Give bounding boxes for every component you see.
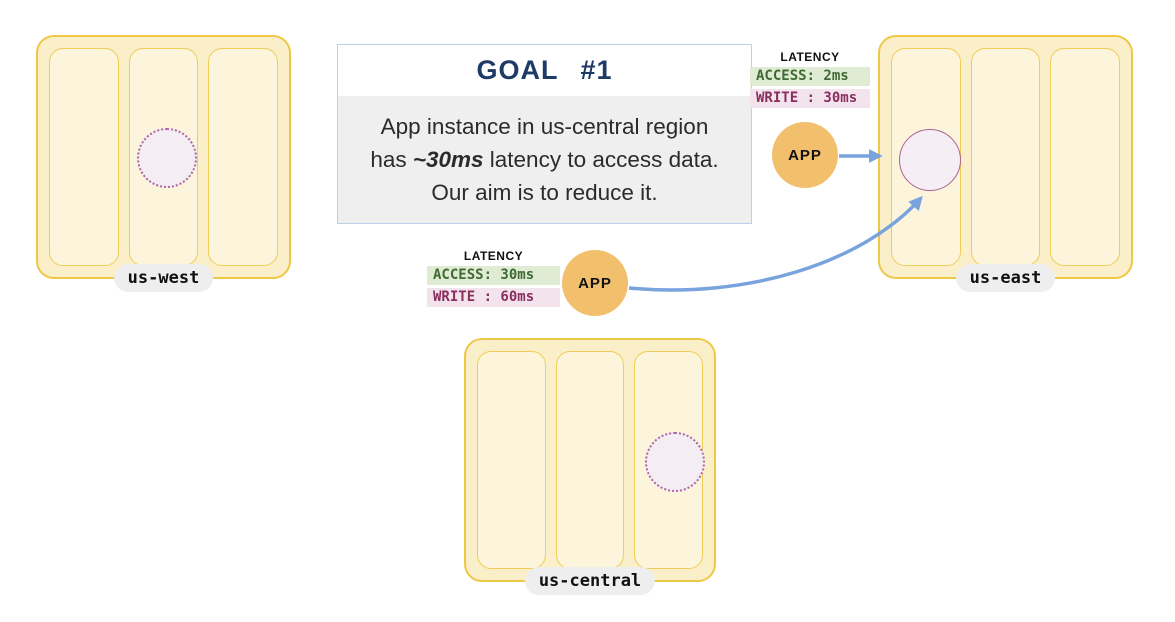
availability-zone	[555, 351, 625, 569]
availability-zone	[208, 48, 279, 266]
goal-title: GOAL #1	[476, 55, 613, 85]
goal-line-2: has ~30ms latency to access data.	[370, 147, 719, 172]
latency-label-us-central: LATENCY ACCESS: 30ms WRITE : 60ms	[427, 249, 560, 307]
app-label: APP	[578, 274, 612, 292]
latency-write-row: WRITE : 60ms	[427, 288, 560, 307]
region-us-west: us-west	[36, 35, 291, 292]
goal-body-text: App instance in us-central region has ~3…	[338, 96, 751, 223]
latency-write-row: WRITE : 30ms	[750, 89, 870, 108]
latency-label-us-east: LATENCY ACCESS: 2ms WRITE : 30ms	[750, 50, 870, 108]
latency-access-row: ACCESS: 30ms	[427, 266, 560, 285]
region-us-east: us-east	[878, 35, 1133, 292]
latency-title: LATENCY	[780, 50, 840, 64]
app-instance-us-central: APP	[562, 250, 628, 316]
region-us-central: us-central	[464, 338, 716, 595]
goal-header: GOAL #1	[338, 45, 751, 96]
availability-zone	[49, 48, 119, 266]
latency-access-row: ACCESS: 2ms	[750, 67, 870, 86]
goal-line-3: Our aim is to reduce it.	[431, 180, 658, 205]
data-replica-placeholder-circle	[645, 432, 705, 492]
availability-zone	[970, 48, 1041, 266]
region-label-us-west: us-west	[113, 264, 214, 292]
goal-line-1: App instance in us-central region	[380, 114, 709, 139]
goal-latency-emphasis: ~30ms	[412, 147, 484, 172]
region-label-us-central: us-central	[524, 567, 656, 595]
region-label-us-east: us-east	[955, 264, 1056, 292]
app-instance-us-east: APP	[772, 122, 838, 188]
availability-zone	[1050, 48, 1121, 266]
availability-zone	[477, 351, 546, 569]
data-store-circle	[899, 129, 961, 191]
data-replica-placeholder-circle	[137, 128, 197, 188]
latency-title: LATENCY	[463, 249, 524, 263]
app-label: APP	[788, 146, 822, 164]
goal-callout-box: GOAL #1 App instance in us-central regio…	[337, 44, 752, 224]
